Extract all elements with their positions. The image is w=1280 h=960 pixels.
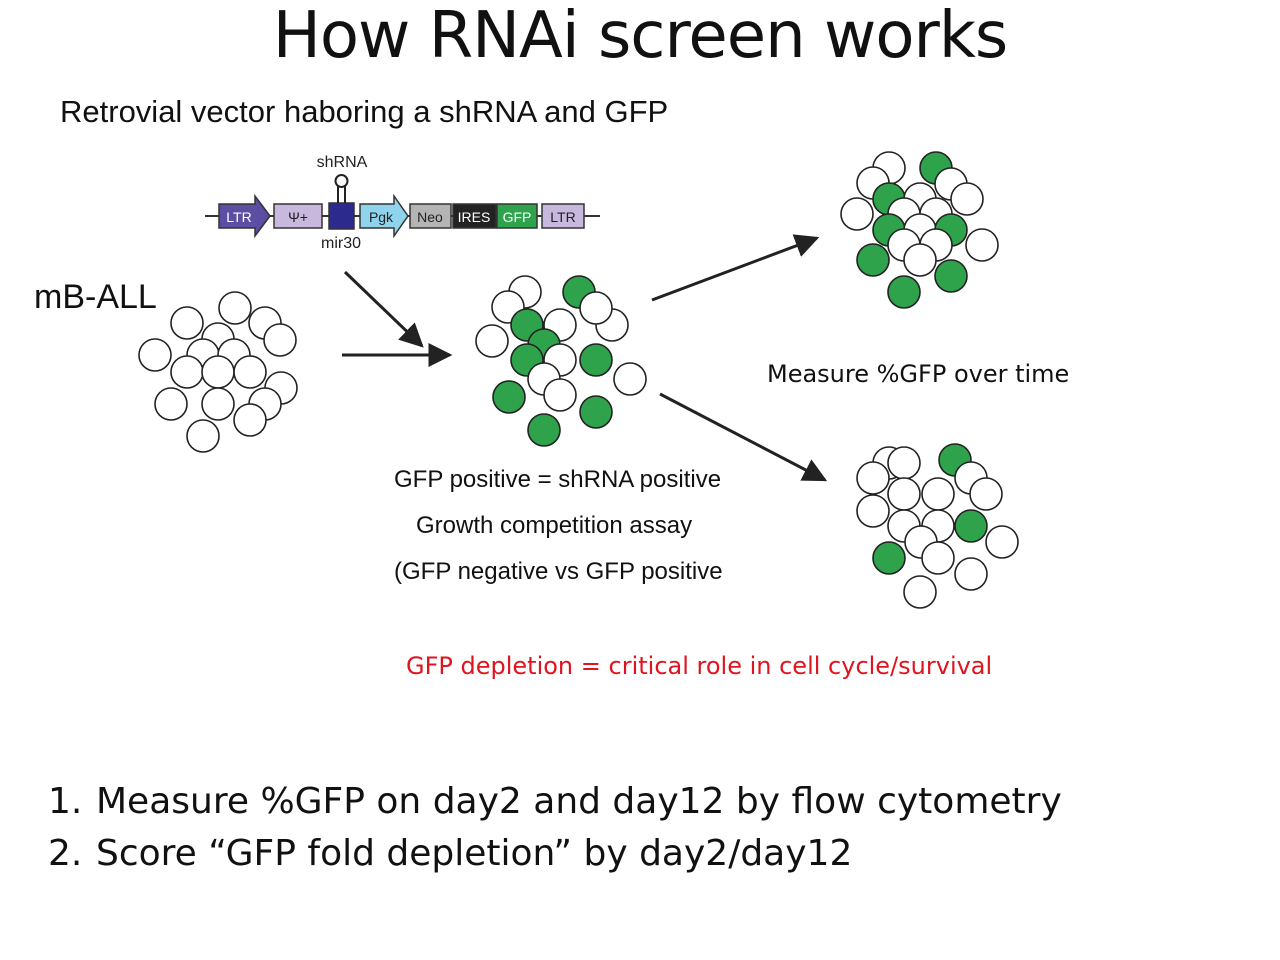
- gfp-compare-label: (GFP negative vs GFP positive: [394, 558, 723, 585]
- gfp-negative-cell: [856, 461, 890, 495]
- cell-cluster-enriched: [840, 151, 999, 309]
- gfp-positive-cell: [527, 413, 561, 447]
- gfp-negative-cell: [233, 355, 267, 389]
- gfp-negative-cell: [954, 557, 988, 591]
- gfp-positive-cell: [934, 259, 968, 293]
- gfp-positive-cell: [887, 275, 921, 309]
- gfp-positive-cell: [579, 343, 613, 377]
- gfp-negative-cell: [218, 291, 252, 325]
- gfp-negative-cell: [263, 323, 297, 357]
- step-text: Measure %GFP on day2 and day12 by flow c…: [96, 781, 1062, 822]
- gfp-positive-label: GFP positive = shRNA positive: [394, 466, 722, 493]
- gfp-negative-cell: [903, 575, 937, 609]
- gfp-negative-cell: [186, 419, 220, 453]
- gfp-negative-cell: [840, 197, 874, 231]
- step-number: 1.: [48, 781, 83, 822]
- gfp-negative-cell: [201, 355, 235, 389]
- gfp-negative-cell: [233, 403, 267, 437]
- cell-cluster-mball: [138, 291, 298, 453]
- vector-element-label: LTR: [550, 209, 575, 225]
- vector-element-mir30: [328, 174, 355, 230]
- gfp-negative-cell: [475, 324, 509, 358]
- gfp-negative-cell: [201, 387, 235, 421]
- cell-cluster-transduced: [475, 275, 647, 447]
- gfp-negative-cell: [903, 243, 937, 277]
- mir30-label: mir30: [321, 235, 361, 252]
- vector-element-ltr-left: LTR: [218, 193, 271, 239]
- arrow-to-top-cluster: [651, 234, 820, 302]
- step-item: 2. Score “GFP fold depletion” by day2/da…: [48, 828, 1062, 880]
- gfp-negative-cell: [985, 525, 1019, 559]
- gfp-positive-cell: [579, 395, 613, 429]
- gfp-negative-cell: [613, 362, 647, 396]
- slide-title: How RNAi screen works: [272, 0, 1009, 73]
- vector-element-neo: Neo: [409, 203, 452, 229]
- gfp-positive-cell: [954, 509, 988, 543]
- depletion-label: GFP depletion = critical role in cell cy…: [406, 652, 993, 680]
- gfp-negative-cell: [170, 355, 204, 389]
- vector-element-pgk: Pgk: [359, 193, 409, 239]
- shrna-hairpin-icon: [334, 174, 349, 188]
- gfp-negative-cell: [579, 291, 613, 325]
- arrow-to-bottom-cluster: [659, 392, 828, 482]
- vector-element-label: LTR: [226, 209, 251, 225]
- gfp-positive-cell: [856, 243, 890, 277]
- measure-label: Measure %GFP over time: [767, 360, 1070, 388]
- gfp-negative-cell: [969, 477, 1003, 511]
- vector-element-label: Ψ+: [288, 209, 308, 225]
- steps-list: 1. Measure %GFP on day2 and day12 by flo…: [48, 776, 1062, 880]
- gfp-positive-cell: [872, 541, 906, 575]
- gfp-negative-cell: [950, 182, 984, 216]
- gfp-negative-cell: [887, 477, 921, 511]
- step-number: 2.: [48, 833, 83, 874]
- gfp-negative-cell: [965, 228, 999, 262]
- step-text: Score “GFP fold depletion” by day2/day12: [96, 833, 853, 874]
- gfp-positive-cell: [492, 380, 526, 414]
- vector-construct: LTR Ψ+ shRNA mir30 Pgk Neo: [205, 154, 600, 252]
- vector-element-label: Pgk: [369, 209, 394, 225]
- vector-element-label: Neo: [417, 209, 443, 225]
- shrna-label: shRNA: [317, 154, 368, 171]
- gfp-negative-cell: [138, 338, 172, 372]
- arrows: [342, 234, 828, 482]
- slide-subtitle: Retrovial vector haboring a shRNA and GF…: [60, 94, 669, 129]
- gfp-negative-cell: [921, 541, 955, 575]
- vector-element-gfp: GFP: [496, 203, 538, 229]
- cell-cluster-depleted: [856, 443, 1019, 609]
- gfp-negative-cell: [921, 477, 955, 511]
- cell-line-label: mB-ALL: [34, 278, 157, 316]
- step-item: 1. Measure %GFP on day2 and day12 by flo…: [48, 776, 1062, 828]
- vector-element-label: GFP: [503, 209, 532, 225]
- growth-assay-label: Growth competition assay: [416, 512, 693, 539]
- gfp-negative-cell: [170, 306, 204, 340]
- gfp-negative-cell: [543, 378, 577, 412]
- gfp-negative-cell: [856, 494, 890, 528]
- vector-element-label: IRES: [458, 209, 491, 225]
- vector-element-psi: Ψ+: [273, 203, 323, 229]
- vector-element-ires: IRES: [452, 203, 497, 229]
- vector-element-ltr-right: LTR: [541, 203, 585, 229]
- gfp-negative-cell: [154, 387, 188, 421]
- arrow-vector-in: [343, 270, 424, 348]
- gfp-negative-cell: [887, 446, 921, 480]
